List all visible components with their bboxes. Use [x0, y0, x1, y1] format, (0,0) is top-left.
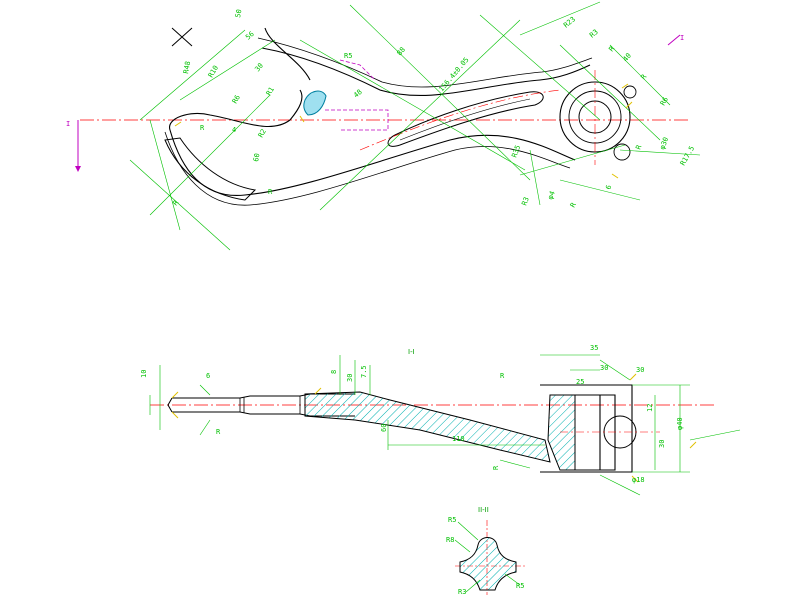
- dim-top-15: 156.4±0.05: [437, 56, 470, 93]
- dim-top-28: R: [569, 201, 578, 209]
- lower-hook: [164, 137, 257, 201]
- dim-top-21: 40: [621, 52, 633, 64]
- dim-top-31: R: [634, 143, 643, 150]
- dim-top-23: R6: [659, 96, 670, 107]
- dim-top-20: R: [607, 44, 616, 53]
- dim-side-6: 8: [330, 370, 338, 374]
- dim-top-2: 50: [234, 9, 243, 19]
- dim-top-12: R2: [257, 128, 268, 139]
- cut-label-right: I: [680, 34, 684, 42]
- arc-centerline: [359, 89, 561, 151]
- top-note-marks: [174, 83, 633, 179]
- dim-sec-2: R8: [446, 536, 454, 544]
- dim-side-5: R: [216, 428, 221, 436]
- dim-top-27: R17.5: [679, 145, 696, 167]
- small-hole-bottom: [613, 143, 631, 161]
- dim-top-17: 48: [352, 88, 364, 100]
- section-ii-title: II-II: [478, 506, 489, 514]
- dim-top-30: φ30: [658, 136, 670, 151]
- section-i-title: I-I: [408, 348, 415, 356]
- dim-top-13: 60: [252, 153, 261, 163]
- dim-top-8: R6: [231, 94, 242, 105]
- section-ii-view: II-II R5 R8 R3 R5: [446, 506, 525, 596]
- dim-top-24: R35: [510, 144, 522, 159]
- slot-outline: [387, 91, 544, 147]
- boss-side-outline: [540, 384, 633, 473]
- dim-top-7: 56: [244, 30, 256, 42]
- section-ii-profile: [459, 537, 517, 591]
- cut-marker-right: [667, 34, 681, 46]
- cut-arrow-left: [75, 166, 81, 172]
- dim-top-10: 4: [232, 126, 236, 134]
- slot-inner: [399, 98, 531, 141]
- hidden-lines: [325, 59, 389, 131]
- boss-mid: [568, 90, 622, 144]
- dim-top-16: R5: [344, 52, 352, 60]
- dim-sec-1: R5: [448, 516, 456, 524]
- dim-top-11: R: [171, 198, 180, 207]
- dim-side-9: 110: [452, 435, 465, 443]
- dim-side-17: R: [492, 465, 500, 470]
- dim-side-10: 30: [346, 374, 354, 382]
- hatched-arm: [304, 391, 551, 463]
- top-view: I I: [66, 1, 701, 251]
- dim-top-4: 30: [253, 62, 265, 74]
- dim-side-4: 6: [206, 372, 210, 380]
- side-dimension-lines: [149, 354, 741, 496]
- dim-sec-3: R3: [458, 588, 466, 596]
- dim-side-8: 60: [380, 424, 388, 432]
- dim-top-14: R: [268, 188, 273, 196]
- dim-side-2: 35: [590, 344, 598, 352]
- section-ii-leaders: [454, 521, 521, 593]
- dim-side-11: 25: [576, 378, 584, 386]
- small-hole-top: [623, 85, 637, 99]
- dim-top-6: R1: [265, 86, 276, 97]
- dim-top-29: 6: [604, 184, 613, 191]
- lever-inner-outline: [164, 37, 593, 206]
- dim-side-14: φ40: [676, 417, 684, 430]
- hatched-boss: [547, 394, 576, 471]
- dim-top-26: φ4: [546, 190, 556, 201]
- dim-top-19: R3: [588, 28, 600, 40]
- dim-top-1: R48: [182, 60, 192, 74]
- dim-top-18: R23: [562, 15, 577, 29]
- dim-side-3: 30: [600, 364, 608, 372]
- dim-top-3: R10: [207, 64, 220, 79]
- cross-marker: [171, 27, 193, 47]
- dim-side-13: 12: [646, 404, 654, 412]
- dim-top-5: 88: [395, 46, 407, 58]
- dim-side-15: 30: [658, 440, 666, 448]
- dim-top-25: R3: [520, 196, 530, 207]
- contact-highlight: [303, 90, 327, 116]
- dim-top-22: R: [639, 72, 648, 81]
- top-dimension-lines: [129, 1, 701, 251]
- dim-side-16: φ18: [632, 476, 645, 484]
- dim-side-1: 10: [140, 370, 148, 378]
- dim-sec-4: R5: [516, 582, 524, 590]
- side-note-marks: [171, 373, 697, 483]
- lever-outline: [169, 27, 591, 196]
- cut-label-left: I: [66, 120, 70, 128]
- dim-side-18: R: [500, 372, 505, 380]
- dim-side-12: 30: [636, 366, 644, 374]
- dim-side-7: 7.5: [360, 365, 368, 378]
- dim-top-9: R: [200, 124, 205, 132]
- side-view: I-I: [140, 344, 741, 496]
